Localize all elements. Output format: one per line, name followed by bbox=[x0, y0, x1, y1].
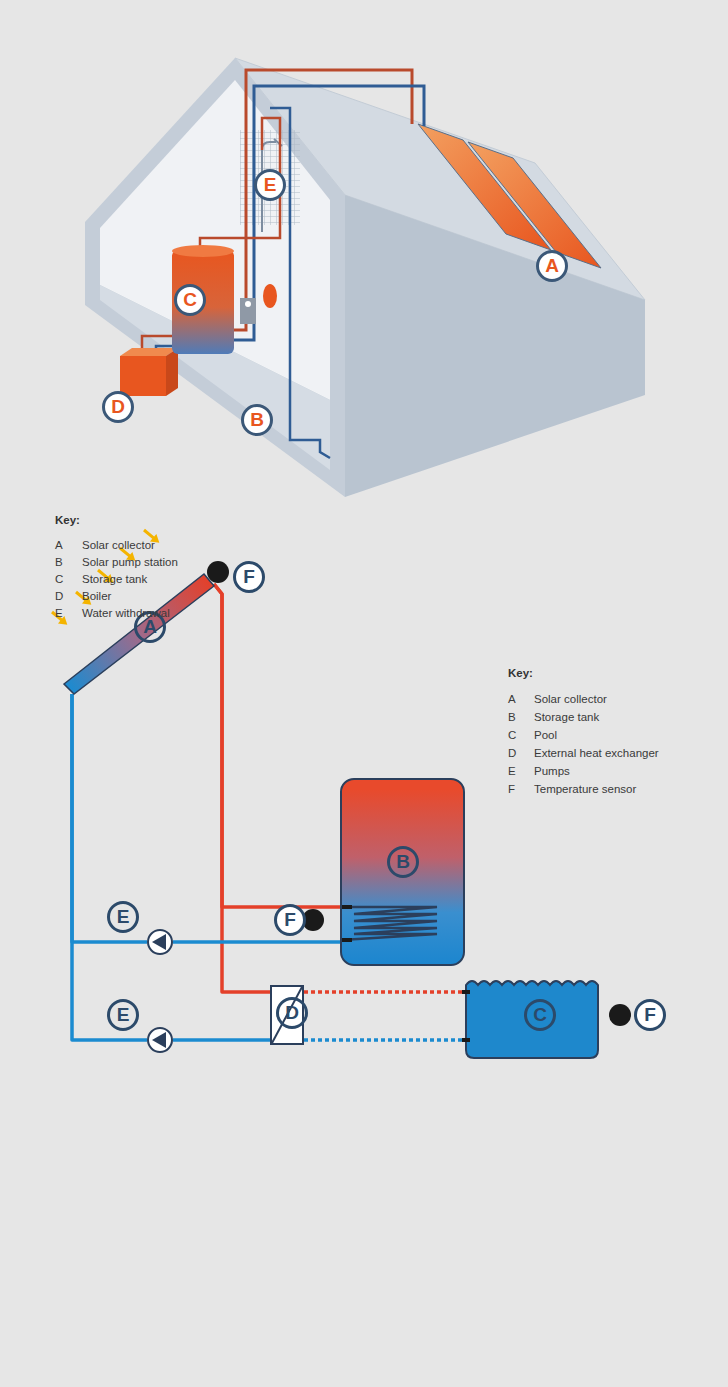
pump-triangle bbox=[152, 1032, 166, 1048]
key-entry: B bbox=[508, 710, 516, 724]
solar-circuit-pipe bbox=[214, 584, 340, 907]
pump-triangle bbox=[152, 934, 166, 950]
key-entry: D bbox=[508, 746, 516, 760]
pump-symbol: E bbox=[147, 1027, 173, 1053]
temperature-sensor bbox=[207, 561, 229, 583]
pool-shape bbox=[462, 975, 602, 1060]
key-entry: Pumps bbox=[534, 764, 570, 778]
key-entry: D bbox=[55, 589, 63, 603]
pipe-stub bbox=[462, 992, 470, 1040]
gable-wall bbox=[85, 58, 345, 497]
callout-letter: F bbox=[274, 904, 306, 936]
boiler-side bbox=[166, 348, 178, 396]
pump-shape bbox=[149, 931, 171, 953]
callout-letter: C bbox=[174, 284, 206, 316]
pump-symbol: E bbox=[147, 929, 173, 955]
collector-panel bbox=[468, 142, 601, 268]
key-entry: C bbox=[508, 728, 516, 742]
key-heading: Key: bbox=[508, 666, 533, 680]
key-entry: Storage tank bbox=[82, 572, 147, 586]
right-wall bbox=[345, 195, 645, 497]
callout-letter: F bbox=[233, 561, 265, 593]
storage-tank bbox=[172, 250, 234, 354]
key-entry: E bbox=[55, 606, 63, 620]
key-entry: Water withdrawal bbox=[82, 606, 170, 620]
key-entry: E bbox=[508, 764, 516, 778]
solar-circuit-pipe bbox=[214, 584, 270, 992]
pool-water bbox=[466, 981, 598, 1058]
storage-tank: B bbox=[340, 778, 465, 966]
pool-circuit-pipe bbox=[304, 1038, 462, 1042]
callout-letter: D bbox=[276, 997, 308, 1029]
key-entry: F bbox=[508, 782, 515, 796]
key-heading: Key: bbox=[55, 513, 80, 527]
solar-circuit-pipe bbox=[72, 694, 147, 942]
key-entry: Solar pump station bbox=[82, 555, 178, 569]
collector-panel bbox=[64, 574, 214, 694]
pipe-stub bbox=[342, 907, 352, 940]
callout-letter: E bbox=[107, 999, 139, 1031]
temperature-sensor bbox=[609, 1004, 631, 1026]
solar-circuit-pipe bbox=[173, 1038, 270, 1042]
pool: C bbox=[462, 975, 602, 1060]
key-entry: Pool bbox=[534, 728, 557, 742]
heat-coil bbox=[342, 907, 437, 940]
gauge bbox=[245, 301, 251, 307]
cold-water-pipe bbox=[270, 108, 330, 458]
callout-letter: C bbox=[524, 999, 556, 1031]
hot-pipe bbox=[234, 70, 412, 330]
callout-letter: A bbox=[536, 250, 568, 282]
key-entry: External heat exchanger bbox=[534, 746, 659, 760]
tank-top bbox=[172, 245, 234, 257]
key-entry: Solar collector bbox=[82, 538, 155, 552]
callout-letter: B bbox=[387, 846, 419, 878]
callout-letter: E bbox=[254, 169, 286, 201]
callout-letter: E bbox=[107, 901, 139, 933]
key-entry: Solar collector bbox=[534, 692, 607, 706]
house-illustration bbox=[0, 0, 728, 500]
pump-station bbox=[240, 298, 256, 324]
expansion-vessel bbox=[263, 284, 277, 308]
boiler-body bbox=[120, 356, 166, 396]
callout-letter: F bbox=[634, 999, 666, 1031]
callout-letter: B bbox=[241, 404, 273, 436]
key-entry: Boiler bbox=[82, 589, 111, 603]
solar-circuit-pipe bbox=[173, 940, 340, 944]
pump-shape bbox=[149, 1029, 171, 1051]
solar-circuit-pipe bbox=[72, 694, 147, 1040]
key-entry: Temperature sensor bbox=[534, 782, 636, 796]
heat-exchanger: D bbox=[270, 985, 304, 1045]
pool-circuit-pipe bbox=[304, 990, 462, 994]
boiler-pipe bbox=[142, 336, 172, 350]
key-entry: C bbox=[55, 572, 63, 586]
callout-letter: D bbox=[102, 391, 134, 423]
key-entry: A bbox=[508, 692, 516, 706]
key-entry: Storage tank bbox=[534, 710, 599, 724]
key-entry: A bbox=[55, 538, 63, 552]
key-entry: B bbox=[55, 555, 63, 569]
interior-wall bbox=[100, 80, 330, 400]
